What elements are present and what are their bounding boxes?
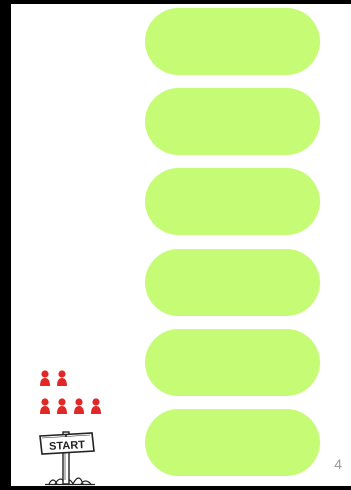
pawn-icon[interactable] <box>73 398 85 414</box>
pawn-icon[interactable] <box>39 370 51 386</box>
player-pawns <box>39 370 119 420</box>
space-6[interactable] <box>145 8 320 75</box>
pawn-icon[interactable] <box>56 370 68 386</box>
space-4[interactable] <box>145 168 320 235</box>
pawn-icon[interactable] <box>90 398 102 414</box>
start-sign-icon: START <box>35 424 101 486</box>
game-board: START 4 <box>11 4 351 486</box>
pawn-icon[interactable] <box>39 398 51 414</box>
space-1[interactable] <box>145 409 320 476</box>
space-2[interactable] <box>145 329 320 396</box>
path-spaces <box>145 4 320 486</box>
space-3[interactable] <box>145 249 320 316</box>
page-number: 4 <box>334 456 342 472</box>
pawn-icon[interactable] <box>56 398 68 414</box>
start-sign-label: START <box>49 439 86 453</box>
space-5[interactable] <box>145 88 320 155</box>
